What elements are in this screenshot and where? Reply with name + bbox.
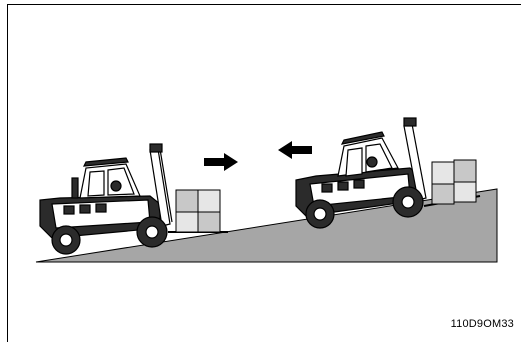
arrow-left-icon xyxy=(278,141,312,159)
pallet-load-left xyxy=(176,190,220,232)
arrow-right-icon xyxy=(204,153,238,171)
figure-code-label: 110D9OM33 xyxy=(451,318,514,330)
pallet-load-right xyxy=(432,160,476,204)
